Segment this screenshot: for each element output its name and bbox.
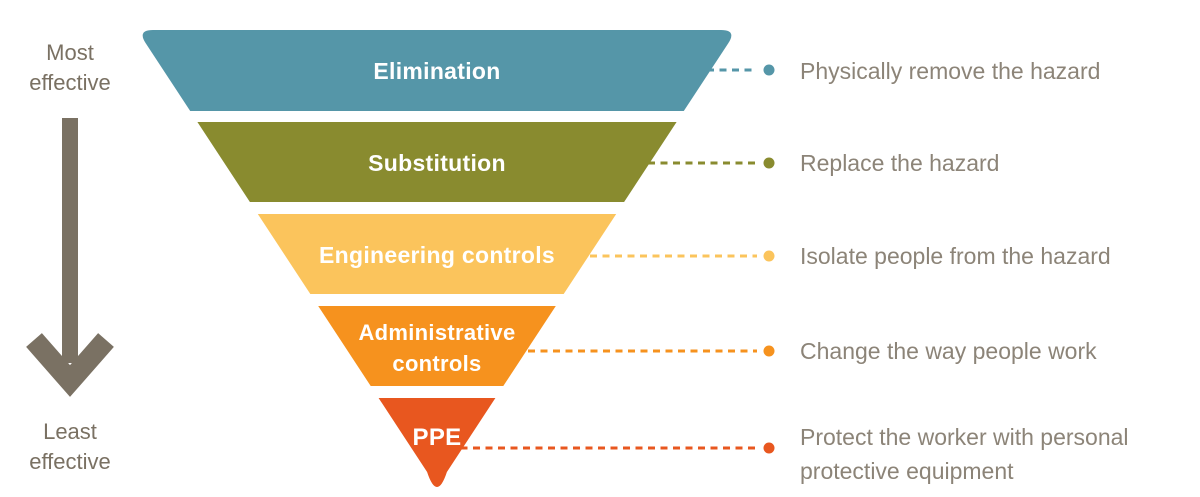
administrative-controls-description: Change the way people work [800,338,1097,364]
level-engineering-controls-shape [257,214,617,294]
engineering-controls-description: Isolate people from the hazard [800,243,1111,269]
substitution-description: Replace the hazard [800,150,1000,176]
level-ppe-connector [448,442,775,454]
arrow-shaft [62,118,78,363]
level-engineering-controls-label: Engineering controls [318,242,556,268]
arrow-head-chevron-icon [26,333,114,397]
level-substitution-shape [197,122,677,202]
level-administrative-controls-shape [318,306,556,386]
level-engineering-controls-connector [590,250,775,262]
effectiveness-arrow [26,118,114,397]
least-effective-label: Least effective [29,419,111,474]
level-ppe-shape [378,398,496,487]
engineering-controls-dot-icon [763,250,775,262]
level-elimination-label: Elimination [373,58,501,84]
most-effective-label: Most effective [29,40,111,95]
substitution-dot-icon [763,157,775,169]
elimination-dot-icon [763,64,775,76]
funnel-shapes [142,30,732,487]
level-elimination-shape [142,30,732,111]
level-administrative-controls-connector [528,345,775,357]
ppe-description: Protect the worker with personal protect… [800,424,1129,484]
administrative-controls-dot-icon [763,345,775,357]
level-administrative-controls-label: Administrative controls [358,320,516,376]
level-substitution-connector [648,157,775,169]
level-substitution-label: Substitution [368,150,506,176]
ppe-dot-icon [763,442,775,454]
level-elimination-connector [707,64,775,76]
elimination-description: Physically remove the hazard [800,58,1101,84]
